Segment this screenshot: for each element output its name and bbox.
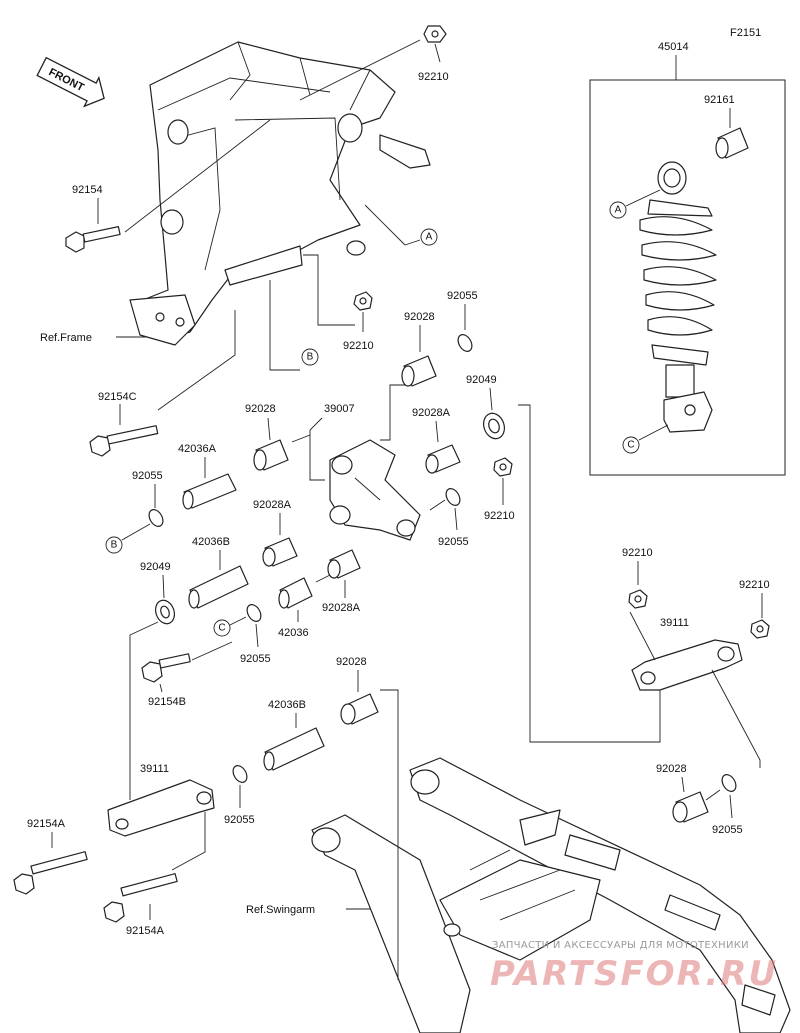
part-label-42036: 42036 (278, 627, 309, 639)
part-label-92028A-c: 92028A (322, 602, 361, 614)
watermark-logo: PARTSFOR.RU (490, 954, 778, 994)
part-label-92210-c: 92210 (484, 510, 515, 522)
nut-92210-far-right (750, 619, 770, 639)
washer-92055-f (721, 774, 737, 792)
part-label-92210-e: 92210 (739, 579, 770, 591)
frame-drawing (129, 41, 431, 346)
part-label-92154B: 92154B (148, 696, 186, 708)
collar-42036B-b (263, 727, 325, 771)
shock-assembly-box (589, 79, 786, 476)
part-label-92028-a: 92028 (245, 403, 276, 415)
bolt-92154B (141, 653, 191, 683)
ref-swingarm-label: Ref.Swingarm (246, 904, 315, 916)
part-label-42036B-a: 42036B (192, 536, 230, 548)
part-label-92055-b: 92055 (438, 536, 469, 548)
callout-b-link: B (111, 540, 118, 551)
tie-rod-39111-left (107, 779, 215, 837)
collar-42036A (182, 473, 237, 510)
part-label-92055-d: 92055 (240, 653, 271, 665)
collar-42036 (278, 577, 313, 609)
part-label-92154A-a: 92154A (27, 818, 66, 830)
ref-frame-label: Ref.Frame (40, 332, 92, 344)
washer-92055-d (246, 604, 262, 622)
part-label-42036A: 42036A (178, 443, 217, 455)
bushing-92028-a (253, 439, 289, 471)
part-label-92055-f: 92055 (712, 824, 743, 836)
collar-42036B-a (188, 565, 249, 609)
part-label-92055-e: 92055 (224, 814, 255, 826)
callout-b-frame: B (307, 352, 314, 363)
swingarm-drawing (311, 757, 791, 1033)
tie-rod-39111-right (631, 639, 743, 691)
bolt-92154A-a (13, 851, 88, 895)
bushing-92028-c (340, 693, 379, 725)
callout-a-shock: A (615, 205, 622, 216)
front-arrow-icon: FRONT (36, 56, 105, 108)
part-label-92055-a: 92055 (447, 290, 478, 302)
part-label-92028A-a: 92028A (412, 407, 451, 419)
washer-92055-c (148, 509, 164, 527)
watermark-line1: ЗАПЧАСТИ И АКСЕССУАРЫ ДЛЯ МОТОТЕХНИКИ (492, 940, 749, 951)
bushing-92028-d (672, 791, 709, 823)
part-label-92028A-b: 92028A (253, 499, 292, 511)
bushing-92161 (715, 127, 749, 159)
washer-92055-e (232, 765, 248, 783)
bolt-92154C (89, 425, 159, 457)
part-label-92028-d: 92028 (656, 763, 687, 775)
part-label-92055-c: 92055 (132, 470, 163, 482)
rocker-39007 (329, 439, 421, 541)
part-label-42036B-b: 42036B (268, 699, 306, 711)
shock-absorber-45014 (639, 161, 717, 433)
nut-92210-right (493, 457, 513, 477)
bushing-92028-b (401, 355, 437, 387)
bushing-92028A-b (262, 537, 298, 567)
bushing-92028A-c (327, 549, 361, 579)
nut-92210-mid (353, 291, 373, 311)
callout-a-frame: A (426, 232, 433, 243)
bolt-92154A-b (103, 873, 178, 923)
washer-92049-a (483, 412, 505, 440)
part-label-92210-b: 92210 (343, 340, 374, 352)
part-label-92028-c: 92028 (336, 656, 367, 668)
washer-92055-b (445, 488, 461, 506)
part-label-39111-a: 39111 (140, 763, 169, 775)
bushing-92028A-a (425, 444, 461, 474)
callout-c-link: C (218, 623, 225, 634)
washer-92055-a (457, 334, 473, 352)
part-label-45014: 45014 (658, 41, 689, 53)
part-label-92049-a: 92049 (466, 374, 497, 386)
part-label-39111-b: 39111 (660, 617, 689, 629)
part-label-92049-b: 92049 (140, 561, 171, 573)
part-label-92154A-b: 92154A (126, 925, 165, 937)
part-label-92161: 92161 (704, 94, 735, 106)
part-label-92210: 92210 (418, 71, 449, 83)
bolt-92154 (65, 226, 121, 253)
part-label-92028-b: 92028 (404, 311, 435, 323)
figure-code: F2151 (730, 27, 761, 39)
callout-c-shock: C (627, 440, 634, 451)
washer-92049-b (154, 599, 176, 625)
nut-92210-top (423, 25, 447, 43)
part-label-92210-d: 92210 (622, 547, 653, 559)
nut-92210-right-lower (628, 589, 648, 609)
part-label-92154: 92154 (72, 184, 103, 196)
part-label-39007: 39007 (324, 403, 355, 415)
part-label-92154C: 92154C (98, 391, 137, 403)
